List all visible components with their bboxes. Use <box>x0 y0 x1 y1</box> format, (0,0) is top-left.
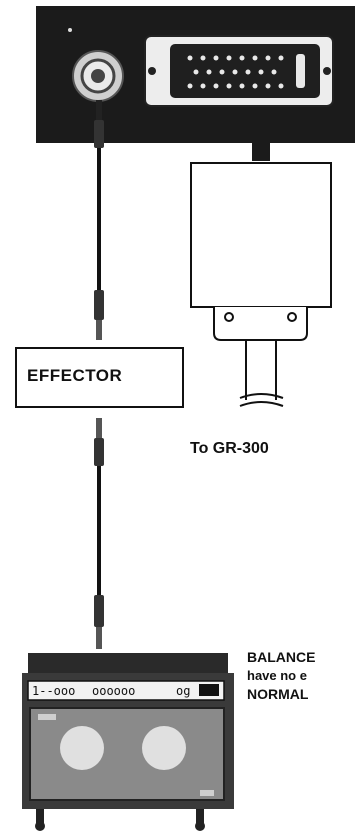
to-gr300-label: To GR-300 <box>190 440 269 457</box>
amp-panel-slot-2: oooooo <box>92 684 135 698</box>
guitar-to-effector-cable <box>94 100 104 340</box>
note-line-3: NORMAL <box>247 686 309 702</box>
note-line-2: have no e <box>247 668 307 683</box>
guitar-unit-panel <box>36 6 355 161</box>
note-line-1: BALANCE <box>247 649 316 665</box>
gr300-cable-plug-icon <box>190 162 332 407</box>
output-jack-icon <box>72 50 124 102</box>
amp-panel-slot-1: 1--ooo <box>32 684 75 698</box>
guitar-amplifier-icon: 1--ooo oooooo og <box>22 653 234 831</box>
multipin-connector-icon <box>144 35 334 107</box>
amp-panel-slot-3: og <box>176 684 190 698</box>
effector-to-amp-cable <box>94 418 104 649</box>
effector-box <box>15 347 184 408</box>
effector-label: EFFECTOR <box>27 366 123 385</box>
